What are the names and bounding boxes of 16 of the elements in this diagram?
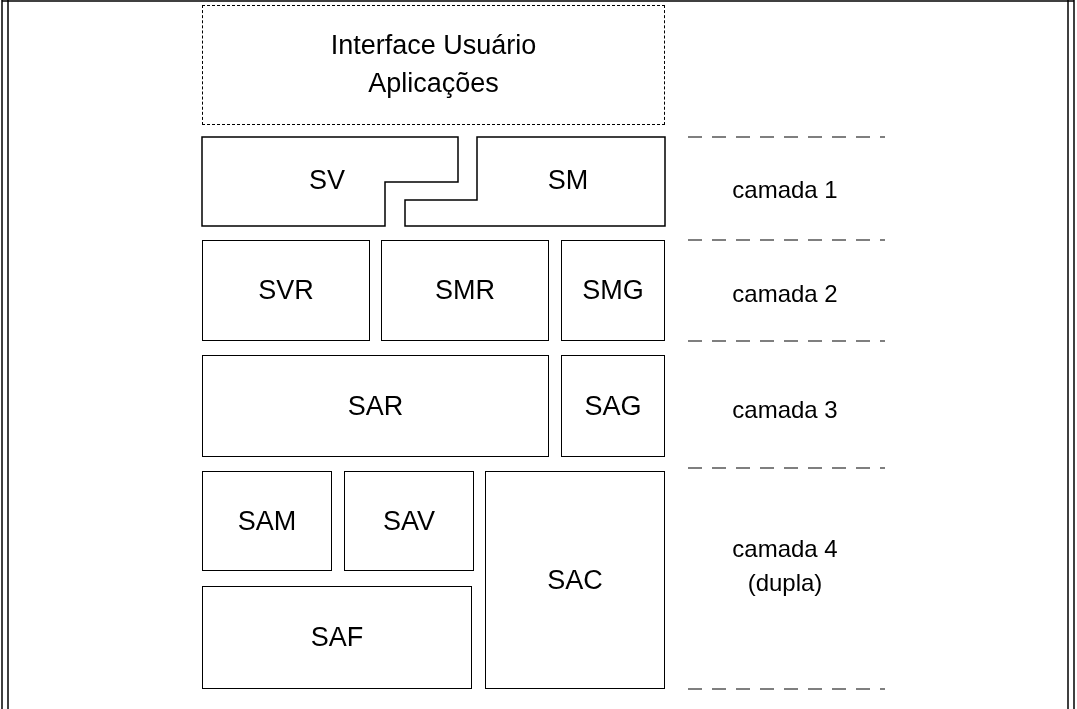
layer-label: camada 3: [731, 395, 839, 425]
layer-label: camada 2: [731, 279, 839, 309]
layer-label: camada 4 (dupla): [731, 534, 839, 598]
subsystem-block: SVR: [202, 240, 370, 341]
block-label: SM: [547, 164, 589, 196]
layer-label: camada 1: [731, 175, 839, 205]
subsystem-block: SAF: [202, 586, 472, 689]
subsystem-block: SAG: [561, 355, 665, 457]
subsystem-block: SMR: [381, 240, 549, 341]
block-label: SV: [309, 164, 345, 196]
subsystem-block: SAV: [344, 471, 474, 571]
application-layer-box: Interface Usuário Aplicações: [202, 5, 665, 125]
subsystem-block: SAM: [202, 471, 332, 571]
subsystem-block: SAR: [202, 355, 549, 457]
subsystem-block: SMG: [561, 240, 665, 341]
subsystem-block: SAC: [485, 471, 665, 689]
